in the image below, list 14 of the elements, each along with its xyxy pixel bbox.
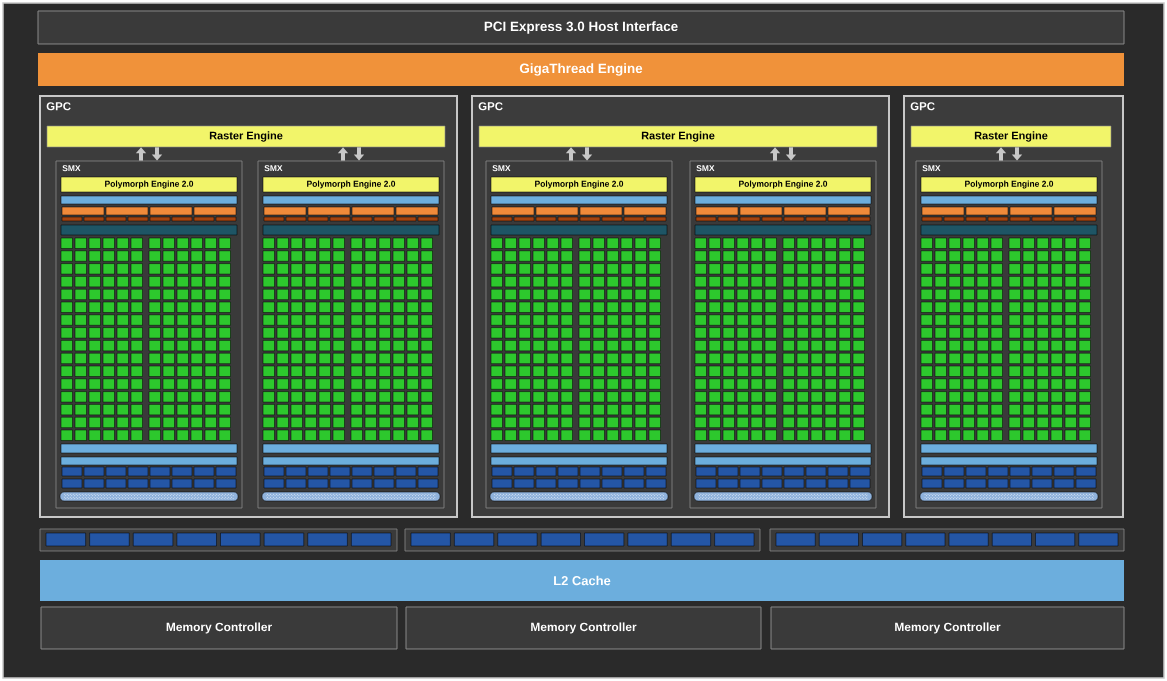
host-interface-bar: PCI Express 3.0 Host Interface <box>37 10 1125 45</box>
memory-controller-box: Memory Controller <box>770 606 1125 650</box>
raster-engine-bar: Raster Engine <box>478 125 878 148</box>
raster-engine-bar: Raster Engine <box>910 125 1112 148</box>
polymorph-engine-bar: Polymorph Engine 2.0 <box>490 176 668 193</box>
memory-controller-box: Memory Controller <box>405 606 762 650</box>
polymorph-engine-bar: Polymorph Engine 2.0 <box>60 176 238 193</box>
memory-controller-box: Memory Controller <box>40 606 398 650</box>
cache-bar: L2 Cache <box>40 560 1124 601</box>
polymorph-engine-bar: Polymorph Engine 2.0 <box>694 176 872 193</box>
polymorph-engine-bar: Polymorph Engine 2.0 <box>262 176 440 193</box>
raster-engine-bar: Raster Engine <box>46 125 446 148</box>
engine-bar: GigaThread Engine <box>38 53 1124 86</box>
polymorph-engine-bar: Polymorph Engine 2.0 <box>920 176 1098 193</box>
